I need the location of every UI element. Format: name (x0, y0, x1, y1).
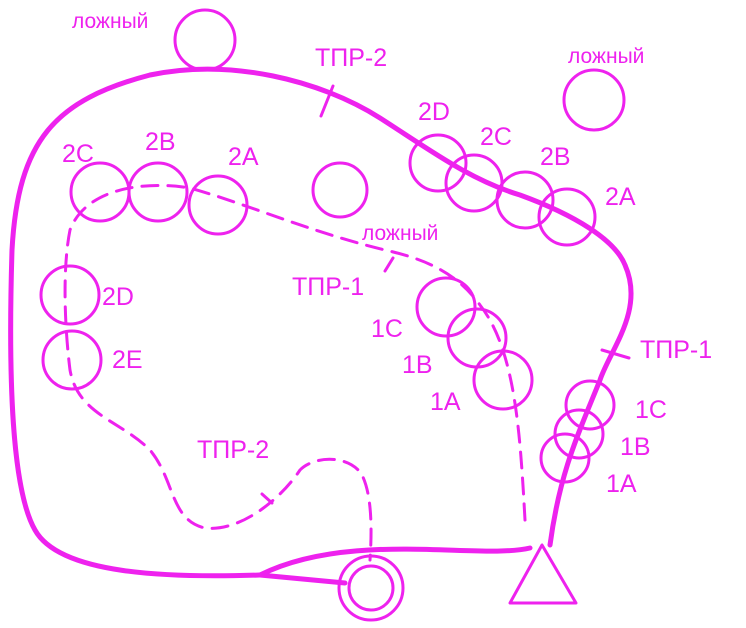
circle-inner-2c (69, 161, 131, 223)
tpr2-inner-tick (260, 492, 274, 505)
tpr2-outer-label: ТПР-2 (315, 44, 387, 72)
circle-inner-1a (472, 349, 534, 411)
circle-outer-2a (537, 187, 597, 247)
tpr1-outer-tick (600, 348, 631, 360)
tpr2-outer-tick (319, 84, 335, 118)
false-label-top: ложный (72, 10, 148, 33)
outer-route-line (8, 66, 634, 579)
circle-outer-1c (564, 379, 616, 431)
circle-inner-2d (39, 264, 101, 326)
label-outer-2d: 2D (418, 98, 450, 126)
label-outer-2a: 2A (605, 183, 636, 211)
tpr1-outer-label: ТПР-1 (640, 336, 712, 364)
label-inner-2d: 2D (102, 283, 134, 311)
tpr2-inner-label: ТПР-2 (197, 436, 269, 464)
label-inner-2a: 2A (228, 143, 259, 171)
tpr1-inner-tick (383, 256, 395, 273)
circle-outer-1a (539, 432, 591, 484)
false-circle-middle (311, 161, 369, 219)
circle-inner-1c (415, 276, 477, 338)
double-circle-icon (337, 554, 405, 622)
label-outer-2b: 2B (540, 143, 571, 171)
label-inner-1b: 1B (402, 351, 433, 379)
triangle-icon (508, 543, 578, 605)
circle-outer-1b (553, 408, 605, 460)
label-inner-2c: 2C (62, 140, 94, 168)
circle-outer-2b (495, 170, 555, 230)
label-inner-2b: 2B (145, 128, 176, 156)
label-inner-2e: 2E (112, 346, 143, 374)
inner-route-line (63, 183, 527, 562)
label-outer-2c: 2C (480, 123, 512, 151)
false-circle-right (562, 68, 626, 132)
false-circle-top (173, 8, 237, 72)
tpr1-inner-label: ТПР-1 (292, 273, 364, 301)
label-outer-1a: 1A (606, 470, 637, 498)
circle-inner-2e (41, 329, 103, 391)
false-label-middle: ложный (362, 222, 438, 245)
outer-route-tail (257, 545, 533, 586)
label-outer-1c: 1C (635, 396, 667, 424)
circle-outer-2d (408, 133, 468, 193)
circle-inner-2a (187, 174, 249, 236)
label-outer-1b: 1B (620, 433, 651, 461)
false-label-right: ложный (568, 45, 644, 68)
label-inner-1a: 1A (430, 388, 461, 416)
circle-inner-2b (127, 161, 189, 223)
label-inner-1c: 1C (371, 315, 403, 343)
